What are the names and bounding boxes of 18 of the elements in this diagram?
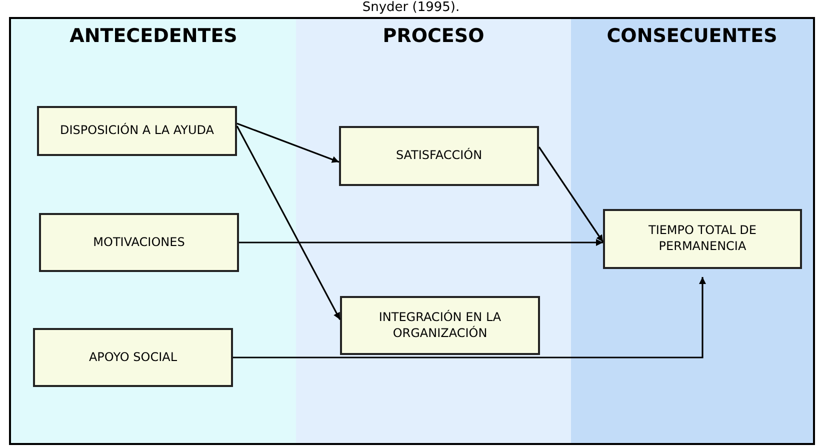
arrow	[233, 277, 706, 358]
process-box: MOTIVACIONES	[39, 213, 239, 272]
caption: Snyder (1995).	[361, 0, 461, 15]
process-box: INTEGRACIÓN EN LA ORGANIZACIÓN	[340, 296, 540, 355]
column-heading: ANTECEDENTES	[68, 25, 238, 47]
column-band	[11, 19, 296, 443]
arrow	[538, 146, 604, 242]
arrow	[236, 122, 340, 163]
arrow	[236, 126, 341, 320]
column-heading: PROCESO	[382, 25, 486, 47]
arrow	[239, 239, 603, 246]
process-box: APOYO SOCIAL	[33, 328, 233, 387]
process-box: DISPOSICIÓN A LA AYUDA	[37, 106, 237, 156]
column-heading: CONSECUENTES	[606, 25, 778, 47]
column-band	[571, 19, 813, 443]
process-box: SATISFACCIÓN	[339, 126, 539, 186]
column-band	[296, 19, 571, 443]
process-box: TIEMPO TOTAL DE PERMANENCIA	[603, 209, 802, 269]
